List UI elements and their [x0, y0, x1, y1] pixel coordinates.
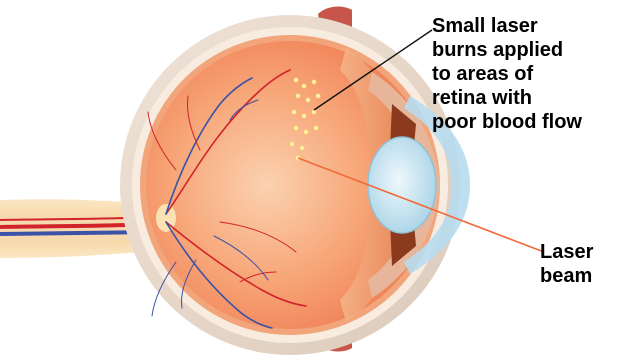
lens [368, 137, 436, 233]
laser-beam-label: Laser beam [540, 240, 618, 288]
laser-burns-label: Small laser burns applied to areas of re… [432, 14, 617, 134]
